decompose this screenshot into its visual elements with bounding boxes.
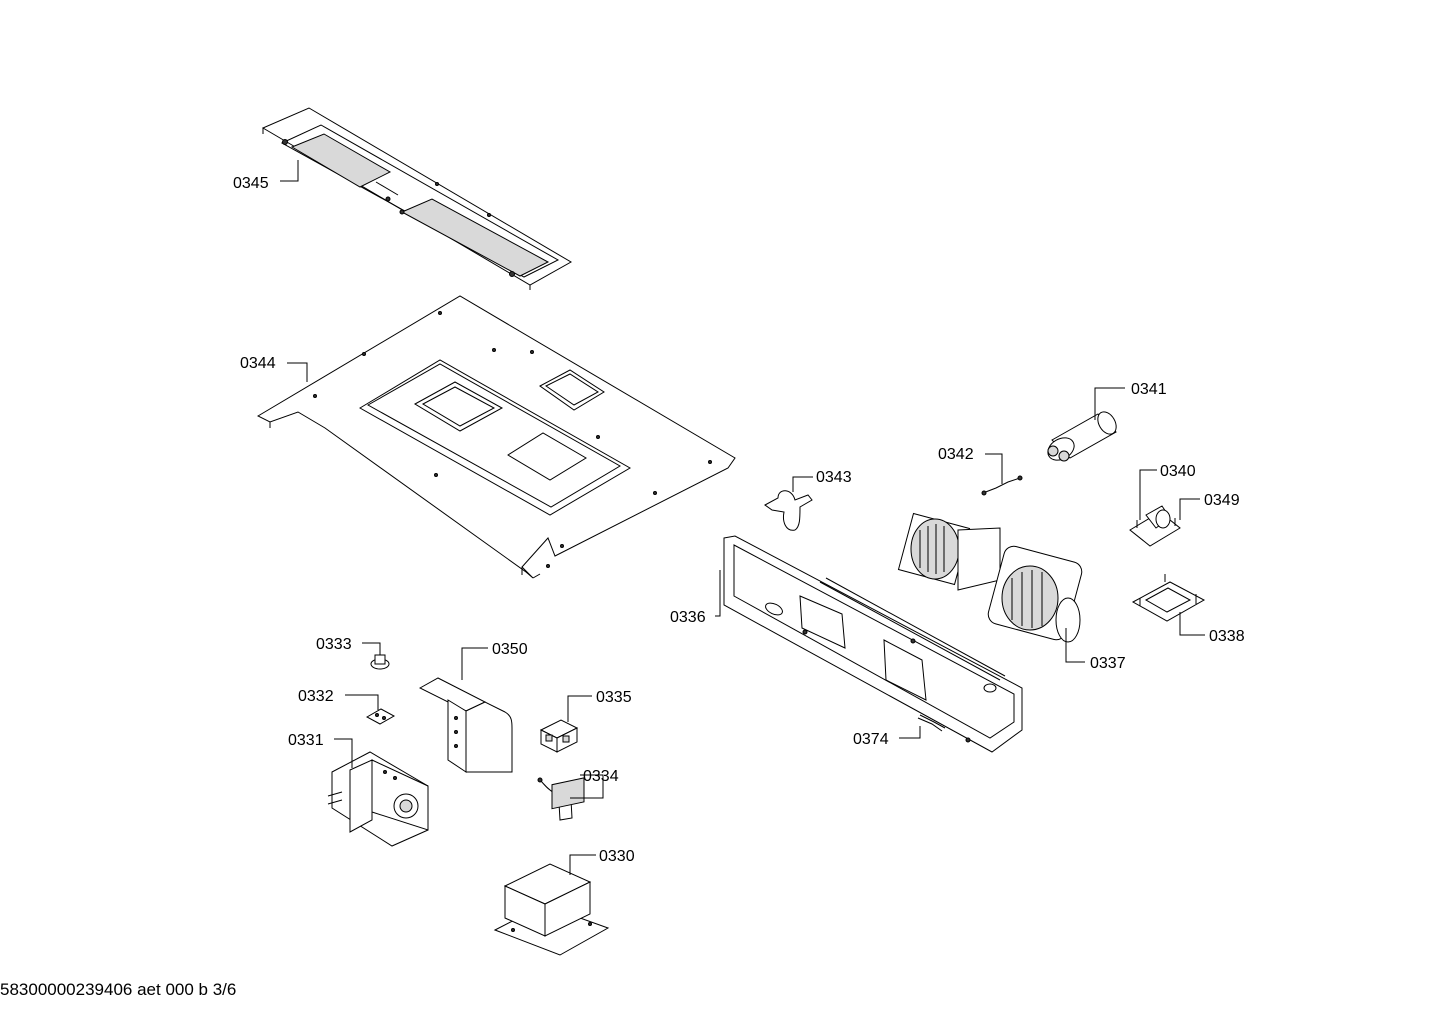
- callout-0340: 0340: [1160, 463, 1196, 480]
- part-0345-cover-plate: [261, 107, 573, 290]
- part-0332-plate: [365, 708, 396, 725]
- callout-0349: 0349: [1204, 492, 1240, 509]
- callout-0335: 0335: [596, 689, 632, 706]
- part-0338-bracket: [1131, 574, 1206, 622]
- part-0343-bracket: [764, 490, 813, 531]
- document-id-footer: 58300000239406 aet 000 b 3/6: [0, 980, 237, 999]
- callout-0330: 0330: [599, 848, 635, 865]
- callout-0342: 0342: [938, 446, 974, 463]
- callout-0332: 0332: [298, 688, 334, 705]
- part-0341-capacitor: [1047, 411, 1117, 462]
- part-0350-shield: [418, 677, 513, 773]
- callout-0343: 0343: [816, 469, 852, 486]
- callout-0333: 0333: [316, 636, 352, 653]
- leader-lines: [280, 160, 1205, 875]
- callout-0341: 0341: [1131, 381, 1167, 398]
- callout-0334: 0334: [583, 768, 619, 785]
- part-0336-rail: [723, 535, 1023, 753]
- part-0342-wire: [981, 475, 1023, 496]
- part-0374-wire: [917, 714, 946, 732]
- part-0330-transformer: [493, 777, 610, 956]
- part-0333-fuse: [370, 648, 390, 670]
- callout-0344: 0344: [240, 355, 276, 372]
- callout-0331: 0331: [288, 732, 324, 749]
- callout-0336: 0336: [670, 609, 706, 626]
- callout-0374: 0374: [853, 731, 889, 748]
- part-0344-top-panel: [256, 295, 736, 579]
- part-0337-blower: [897, 512, 1083, 643]
- callout-0345: 0345: [233, 175, 269, 192]
- callout-0338: 0338: [1209, 628, 1245, 645]
- callout-0350: 0350: [492, 641, 528, 658]
- part-0335-switch: [539, 719, 579, 753]
- part-0340-mount-plate: [1129, 505, 1181, 547]
- part-0331-magnetron: [327, 751, 429, 847]
- callout-0337: 0337: [1090, 655, 1126, 672]
